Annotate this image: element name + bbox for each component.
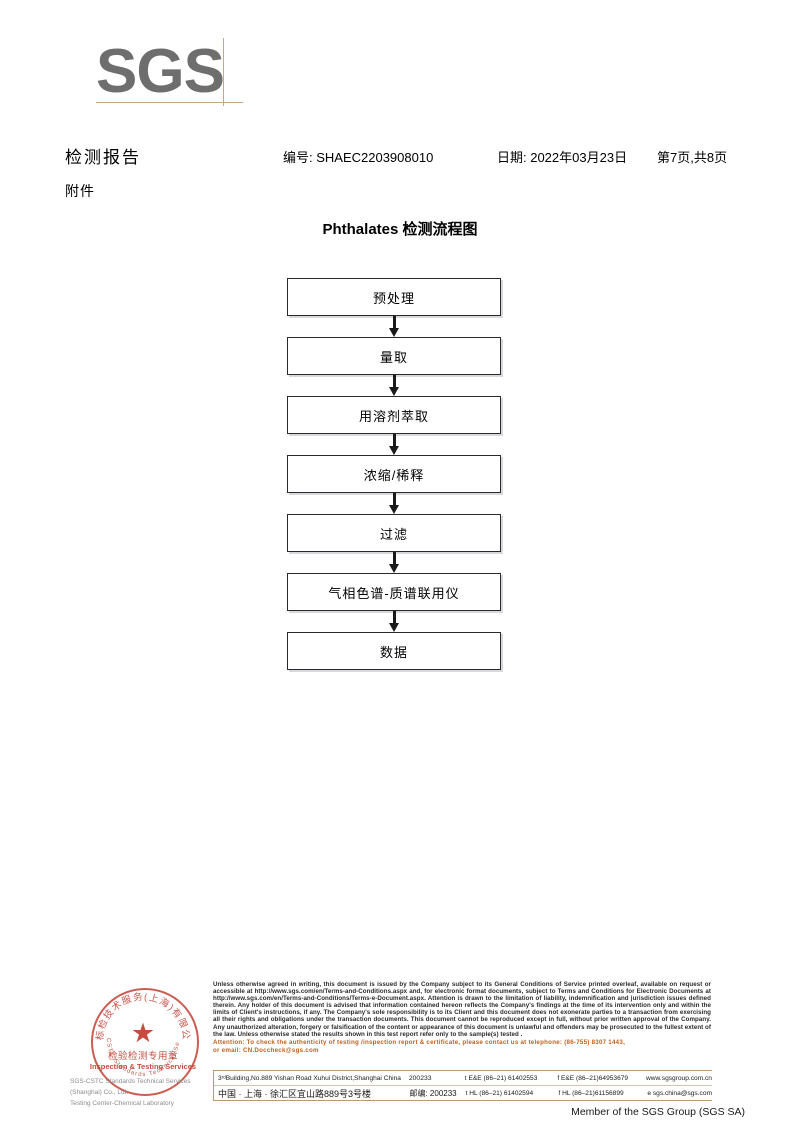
seal-outer-circle: [91, 988, 199, 1096]
sgs-logo: SGS: [96, 38, 246, 118]
email: e sgs.china@sgs.com: [647, 1089, 712, 1097]
page-number: 第7页,共8页: [657, 150, 728, 165]
company-seal-stamp: 正标检技术服务(上海)有限公司 SGS-CSTC Standards Techn…: [83, 986, 203, 1106]
flow-arrow-down-icon: [287, 375, 501, 396]
logo-horizontal-rule: [96, 102, 243, 103]
company-name-line2: Testing Center-Chemical Laboratory: [70, 1100, 175, 1107]
flow-node: 量取: [287, 337, 501, 375]
fax-en: f E&E (86–21)64953679: [557, 1074, 629, 1082]
flowchart: 预处理 量取 用溶剂萃取 浓缩/稀释 过滤 气相色谱-质谱联用仪 数据: [287, 278, 503, 670]
attachment-label: 附件: [65, 183, 95, 199]
telephone-en: t E&E (86–21) 61402553: [464, 1074, 538, 1082]
report-number: 编号: SHAEC2203908010: [283, 150, 434, 165]
sgs-group-member-note: Member of the SGS Group (SGS SA): [571, 1106, 745, 1118]
address-row-en: 3ʳᵈBuilding,No.889 Yishan Road Xuhui Dis…: [214, 1071, 712, 1086]
flow-node: 浓缩/稀释: [287, 455, 501, 493]
flow-node: 过滤: [287, 514, 501, 552]
address-en: 3ʳᵈBuilding,No.889 Yishan Road Xuhui Dis…: [218, 1074, 401, 1082]
company-name-block: SGS-CSTC Standards Technical Services (S…: [70, 1076, 220, 1109]
fax-cn: f HL (86–21)61156899: [558, 1089, 624, 1097]
page-title: 检测报告: [65, 148, 141, 167]
flow-node: 预处理: [287, 278, 501, 316]
postcode-cn: 邮编: 200233: [409, 1088, 457, 1098]
flow-node: 气相色谱-质谱联用仪: [287, 573, 501, 611]
logo-vertical-rule: [223, 38, 224, 106]
address-cn: 中国 · 上海 · 徐汇区宜山路889号3号楼: [218, 1088, 372, 1099]
sgs-logo-wordmark: SGS: [96, 37, 225, 106]
flow-arrow-down-icon: [287, 434, 501, 455]
legal-attention-line-2: or email: CN.Doccheck@sgs.com: [213, 1047, 319, 1055]
legal-attention-line-1: Attention: To check the authenticity of …: [213, 1038, 626, 1046]
report-date: 日期: 2022年03月23日: [497, 150, 628, 165]
flow-arrow-down-icon: [287, 611, 501, 632]
flowchart-title: Phthalates 检测流程图: [322, 221, 478, 238]
legal-disclaimer: Unless otherwise agreed in writing, this…: [213, 981, 711, 1055]
postcode-en: 200233: [408, 1074, 432, 1082]
seal-center-en: Inspection & Testing Services: [89, 1062, 197, 1071]
flow-node: 用溶剂萃取: [287, 396, 501, 434]
flow-arrow-down-icon: [287, 493, 501, 514]
page-footer: 正标检技术服务(上海)有限公司 SGS-CSTC Standards Techn…: [0, 978, 800, 1131]
star-icon: ★: [130, 1018, 156, 1048]
address-row-cn: 中国 · 上海 · 徐汇区宜山路889号3号楼 邮编: 200233 t HL …: [214, 1086, 712, 1101]
website: www.sgsgroup.com.cn: [646, 1074, 712, 1082]
address-table: 3ʳᵈBuilding,No.889 Yishan Road Xuhui Dis…: [213, 1070, 712, 1101]
seal-center-cn: 检验检测专用章: [107, 1051, 178, 1062]
flow-node: 数据: [287, 632, 501, 670]
seal-arc-text: 正标检技术服务(上海)有限公司 SGS-CSTC Standards Techn…: [91, 988, 190, 1078]
flow-arrow-down-icon: [287, 552, 501, 573]
flow-arrow-down-icon: [287, 316, 501, 337]
legal-paragraph: Unless otherwise agreed in writing, this…: [213, 981, 711, 1038]
company-name-line1: SGS-CSTC Standards Technical Services (S…: [70, 1078, 191, 1096]
telephone-cn: t HL (86–21) 61402594: [465, 1089, 534, 1097]
